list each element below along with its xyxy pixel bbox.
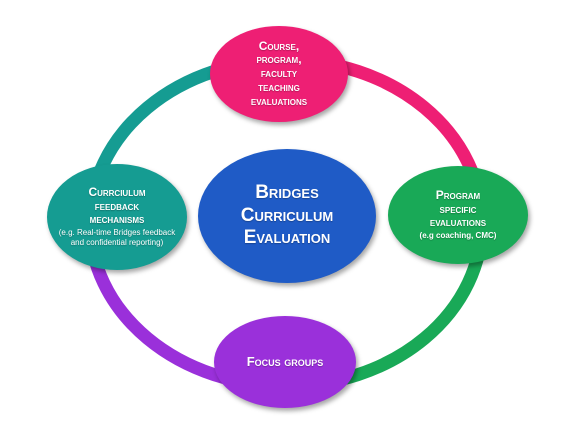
right-node-line-2: specific — [439, 201, 477, 216]
right-node-line-1: Program — [435, 187, 481, 202]
right-node-line-3: evaluations — [429, 215, 487, 230]
center-node-bridges-curriculum-evaluation: Bridges Curriculum Evaluation — [198, 149, 376, 283]
bottom-node-line-1: Focus groups — [246, 354, 324, 370]
top-node-line-5: evaluations — [250, 93, 308, 108]
left-node-line-3: mechanisms — [89, 212, 145, 227]
node-focus-groups: Focus groups — [214, 316, 356, 408]
center-line-3: Evaluation — [243, 227, 331, 249]
left-node-example: (e.g. Real-time Bridges feedback and con… — [58, 228, 176, 248]
left-node-line-2: feedback — [94, 198, 140, 213]
top-node-line-1: Course, — [258, 38, 300, 53]
top-node-line-2: program, — [256, 52, 302, 67]
center-line-2: Curriculum — [240, 204, 334, 226]
center-line-1: Bridges — [255, 181, 319, 203]
left-node-line-1: Currciulum — [88, 184, 146, 199]
top-node-line-3: faculty — [260, 66, 298, 81]
node-program-specific-evaluations: Program specific evaluations (e.g coachi… — [388, 166, 528, 264]
node-course-program-faculty-evaluations: Course, program, faculty teaching evalua… — [210, 26, 348, 122]
node-curriculum-feedback-mechanisms: Currciulum feedback mechanisms (e.g. Rea… — [47, 164, 187, 270]
right-node-example: (e.g coaching, CMC) — [419, 231, 497, 241]
top-node-line-4: teaching — [258, 79, 300, 94]
